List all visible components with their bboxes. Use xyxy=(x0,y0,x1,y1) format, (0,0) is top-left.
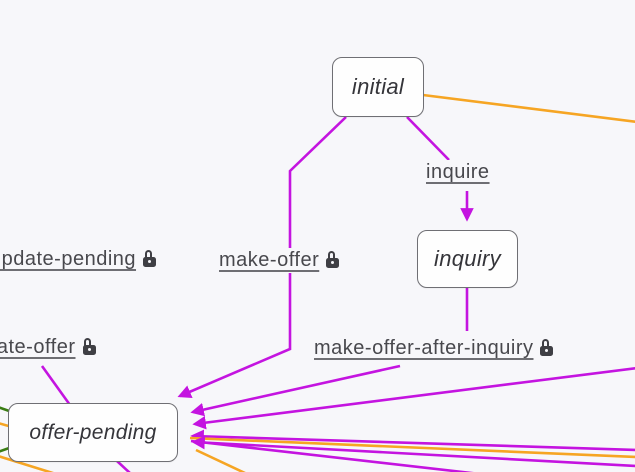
edge-right-to-offer-pending-1 xyxy=(192,366,635,430)
transition-text: inquire xyxy=(426,161,490,183)
transition-label-inquire[interactable]: inquire xyxy=(423,160,493,185)
edge-make-offer-after-inquiry xyxy=(190,364,401,417)
lock-icon xyxy=(143,249,157,267)
edge-bottom-to-offer-pending xyxy=(190,439,474,472)
edge-offer-pending-bottom-orange xyxy=(195,448,246,472)
transition-label-make-offer[interactable]: make-offer xyxy=(216,248,343,273)
state-node-offer-pending[interactable]: offer-pending xyxy=(8,403,178,462)
transition-text: update-pending xyxy=(0,248,137,270)
edge-right-to-offer-pending-2 xyxy=(190,429,635,452)
edge-right-to-offer-pending-3 xyxy=(191,435,635,468)
edge-initial-right-orange xyxy=(422,93,635,124)
lock-icon xyxy=(540,338,554,356)
state-label: inquiry xyxy=(434,246,501,271)
lock-icon xyxy=(82,337,96,355)
lock-icon xyxy=(326,250,340,268)
transition-text: make-offer-after-inquiry xyxy=(314,337,534,359)
transition-label-update-offer[interactable]: update-offer xyxy=(0,335,99,360)
state-node-inquiry[interactable]: inquiry xyxy=(417,230,518,288)
transition-label-make-offer-after-inquiry[interactable]: make-offer-after-inquiry xyxy=(311,336,557,361)
edge-offer-pending-bottom-purple xyxy=(116,460,131,472)
transition-text: make-offer xyxy=(219,249,320,271)
state-label: offer-pending xyxy=(29,420,157,444)
transition-text: update-offer xyxy=(0,336,76,358)
transition-label-update-pending[interactable]: update-pending xyxy=(0,247,160,272)
edge-right-orange-low xyxy=(189,436,635,459)
state-node-initial[interactable]: initial xyxy=(332,57,424,117)
edge-left-orange-bottom xyxy=(0,455,54,472)
edge-update-offer xyxy=(40,365,72,406)
edge-initial-to-inquire-label xyxy=(406,116,450,161)
state-label: initial xyxy=(351,74,405,99)
